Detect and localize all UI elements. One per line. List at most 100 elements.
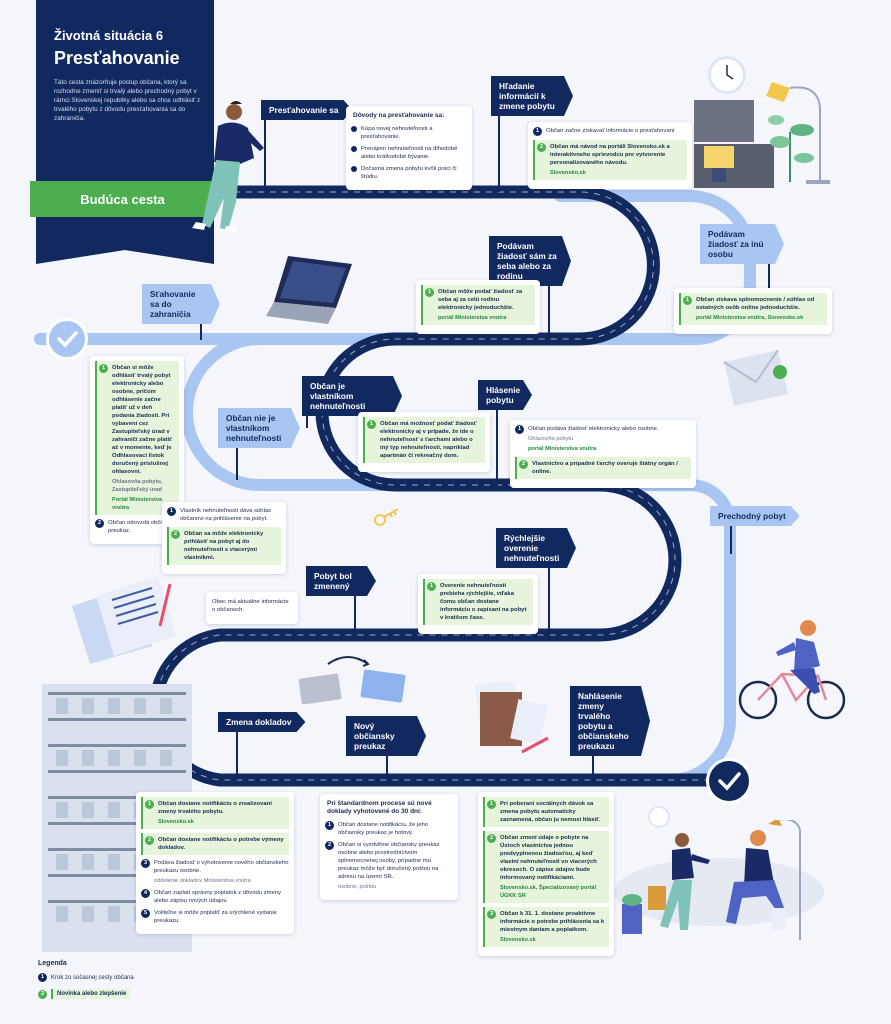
step-number: 3 bbox=[141, 859, 150, 868]
future-journey-label: Budúca cesta bbox=[80, 191, 165, 207]
source-link[interactable]: portál Ministerstva vnútra, Slovensko.sk bbox=[696, 315, 804, 321]
step-text: Občan zaplatí správny poplatok z dôvodu … bbox=[154, 890, 282, 904]
list-item: Prenájom nehnuteľnosti na dlhodobé alebo… bbox=[351, 145, 467, 161]
pole bbox=[386, 742, 388, 780]
step-text: Občan dostane notifikáciu, že jeho občia… bbox=[338, 822, 429, 836]
step-number: 3 bbox=[487, 910, 496, 919]
intro-text: Táto cesta znázorňuje postup občana, kto… bbox=[54, 79, 201, 122]
flag-label: Hľadanie informácií k zmene pobytu bbox=[499, 81, 555, 111]
flag-label: Pobyt bol zmenený bbox=[314, 571, 352, 591]
step-number: 1 bbox=[515, 425, 524, 434]
flag-label: Presťahovanie sa bbox=[269, 105, 339, 115]
step-number: 1 bbox=[367, 420, 376, 429]
step-text: Vlastník nehnuteľnosti dáva súhlas občan… bbox=[180, 508, 272, 522]
location-text: Ohlasovňa pobytu bbox=[528, 436, 574, 442]
small-clock-icon bbox=[648, 806, 670, 828]
start-check-icon bbox=[46, 318, 88, 360]
laptop-icon bbox=[266, 256, 352, 324]
flag-label: Rýchlejšie overenie nehnuteľnosti bbox=[504, 533, 560, 563]
flag-za-seba: Podávam žiadosť sám za seba alebo za rod… bbox=[489, 236, 571, 286]
lamp-icon bbox=[766, 82, 830, 184]
source-link[interactable]: Slovensko.sk bbox=[500, 937, 536, 943]
legend-row: 1 Krok zo súčasnej cesty občana bbox=[38, 973, 134, 982]
pole bbox=[496, 408, 498, 486]
step-number: 4 bbox=[141, 889, 150, 898]
people-talking-icon bbox=[622, 820, 801, 940]
step-number: 5 bbox=[141, 909, 150, 918]
step-number: 1 bbox=[533, 127, 542, 136]
page-title: Presťahovanie bbox=[54, 48, 180, 68]
step-text: Pri poberaní sociálnych dávok sa zmena p… bbox=[500, 801, 601, 823]
location-text: oddelenie dokladov Ministerstva vnútra bbox=[154, 878, 251, 884]
step-item: 2 Občan odovzdá občiansky preukaz. bbox=[95, 519, 179, 535]
situation-number: Životná situácia 6 bbox=[54, 28, 164, 43]
future-journey-banner: Budúca cesta bbox=[30, 181, 215, 217]
card-dovody: Dôvody na presťahovanie sa: Kúpa novej n… bbox=[346, 106, 472, 190]
card-heading: Pri štandardnom procese sú nové doklady … bbox=[327, 800, 432, 815]
step-item: 1 Vlastník nehnuteľnosti dáva súhlas obča… bbox=[167, 507, 281, 523]
flag-vlastnik: Občan je vlastníkom nehnuteľnosti bbox=[302, 376, 402, 416]
source-link[interactable]: Portál Ministerstva vnútra bbox=[112, 497, 163, 511]
source-link[interactable]: Slovensko.sk bbox=[158, 819, 194, 825]
step-text: Občan dostane notifikáciu o zrealizovaní… bbox=[158, 801, 272, 815]
plant-icon bbox=[768, 115, 814, 182]
pole bbox=[498, 112, 500, 192]
step-text: Podáva žiadosť o vyhotovenie nového obči… bbox=[154, 860, 289, 874]
step-number: 2 bbox=[145, 836, 154, 845]
flag-label: Zmena dokladov bbox=[226, 717, 292, 727]
step-number: 2 bbox=[537, 143, 546, 152]
source-link[interactable]: Slovensko.sk, Špecializovaný portál ÚGKK… bbox=[500, 885, 597, 899]
step-text: Vlastníctvo a prípadné ťarchy overuje št… bbox=[532, 461, 678, 475]
step-text: Občan odovzdá občiansky preukaz. bbox=[108, 520, 178, 534]
step-number: 2 bbox=[487, 834, 496, 843]
folder-documents-icon bbox=[474, 682, 549, 754]
bullet-dot bbox=[351, 166, 357, 172]
flag-prechodny: Prechodný pobyt bbox=[710, 506, 800, 526]
source-link[interactable]: Slovensko.sk bbox=[550, 170, 586, 176]
documents-icon bbox=[72, 576, 176, 664]
bullet-dot bbox=[351, 126, 357, 132]
flag-hladanie: Hľadanie informácií k zmene pobytu bbox=[491, 76, 573, 116]
walking-person-icon bbox=[192, 101, 264, 232]
flag-label: Podávam žiadosť za inú osobu bbox=[708, 229, 764, 259]
legend-step-number: 1 bbox=[38, 973, 47, 982]
legend-novelty-number: 2 bbox=[38, 989, 47, 999]
flag-nie-vlastnik: Občan nie je vlastníkom nehnuteľnosti bbox=[218, 408, 300, 448]
pole bbox=[548, 566, 550, 636]
pole bbox=[548, 274, 550, 340]
legend-label: Krok zo súčasnej cesty občana bbox=[51, 974, 134, 981]
step-number: 1 bbox=[425, 288, 434, 297]
source-link[interactable]: portál Ministerstva vnútra bbox=[438, 315, 507, 321]
source-link[interactable]: portál Ministerstva vnútra bbox=[528, 446, 597, 452]
step-item: 3 Podáva žiadosť o vyhotovenie nového obč… bbox=[141, 859, 289, 885]
cyclist-icon bbox=[738, 620, 846, 720]
location-text: Ohlasovňa pobytu, Zastupiteľský úrad bbox=[112, 479, 163, 493]
pole bbox=[730, 520, 732, 554]
flag-za-inu: Podávam žiadosť za inú osobu bbox=[700, 224, 784, 264]
step-number: 1 bbox=[325, 821, 334, 830]
flag-nahlasenie: Nahlásenie zmeny trvalého pobytu a občia… bbox=[570, 686, 650, 756]
step-number: 2 bbox=[95, 519, 104, 528]
step-number: 1 bbox=[683, 296, 692, 305]
flag-zahranicie: Sťahovanie sa do zahraničia bbox=[142, 284, 220, 324]
legend-title: Legenda bbox=[38, 960, 67, 967]
step-number: 1 bbox=[487, 800, 496, 809]
step-number: 1 bbox=[167, 507, 176, 516]
